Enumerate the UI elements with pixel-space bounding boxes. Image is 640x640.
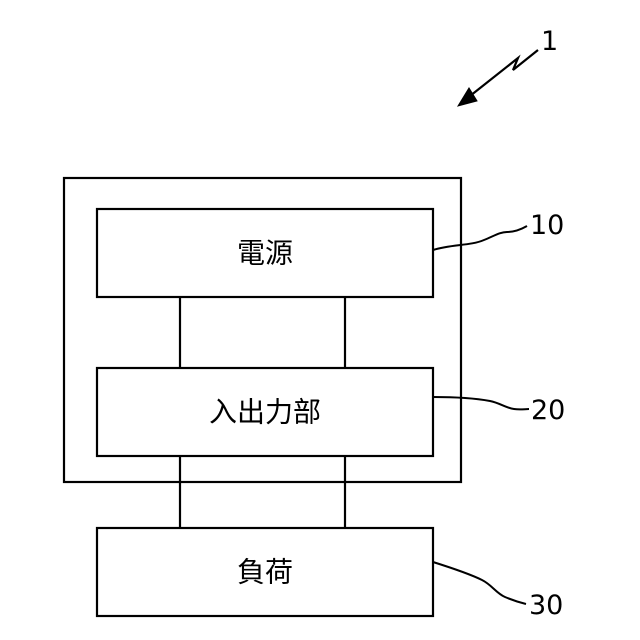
load-label: 負荷 xyxy=(237,556,293,589)
load-block: 負荷 xyxy=(97,528,433,616)
device-leader-zigzag xyxy=(470,50,538,96)
power-source-label: 電源 xyxy=(237,237,293,270)
leader-line-20 xyxy=(433,397,529,409)
io-unit-block: 入出力部 xyxy=(97,368,433,456)
io-unit-label: 入出力部 xyxy=(209,396,321,429)
device-reference: 1 xyxy=(458,26,558,106)
device-arrow-head xyxy=(458,88,477,106)
leader-line-10 xyxy=(433,226,527,250)
power-source-block: 電源 xyxy=(97,209,433,297)
leader-line-30 xyxy=(433,562,526,604)
device-reference-number: 1 xyxy=(541,26,558,57)
load-reference-number: 30 xyxy=(529,590,563,621)
power-source-reference-number: 10 xyxy=(530,210,564,241)
io-unit-reference-number: 20 xyxy=(531,395,565,426)
